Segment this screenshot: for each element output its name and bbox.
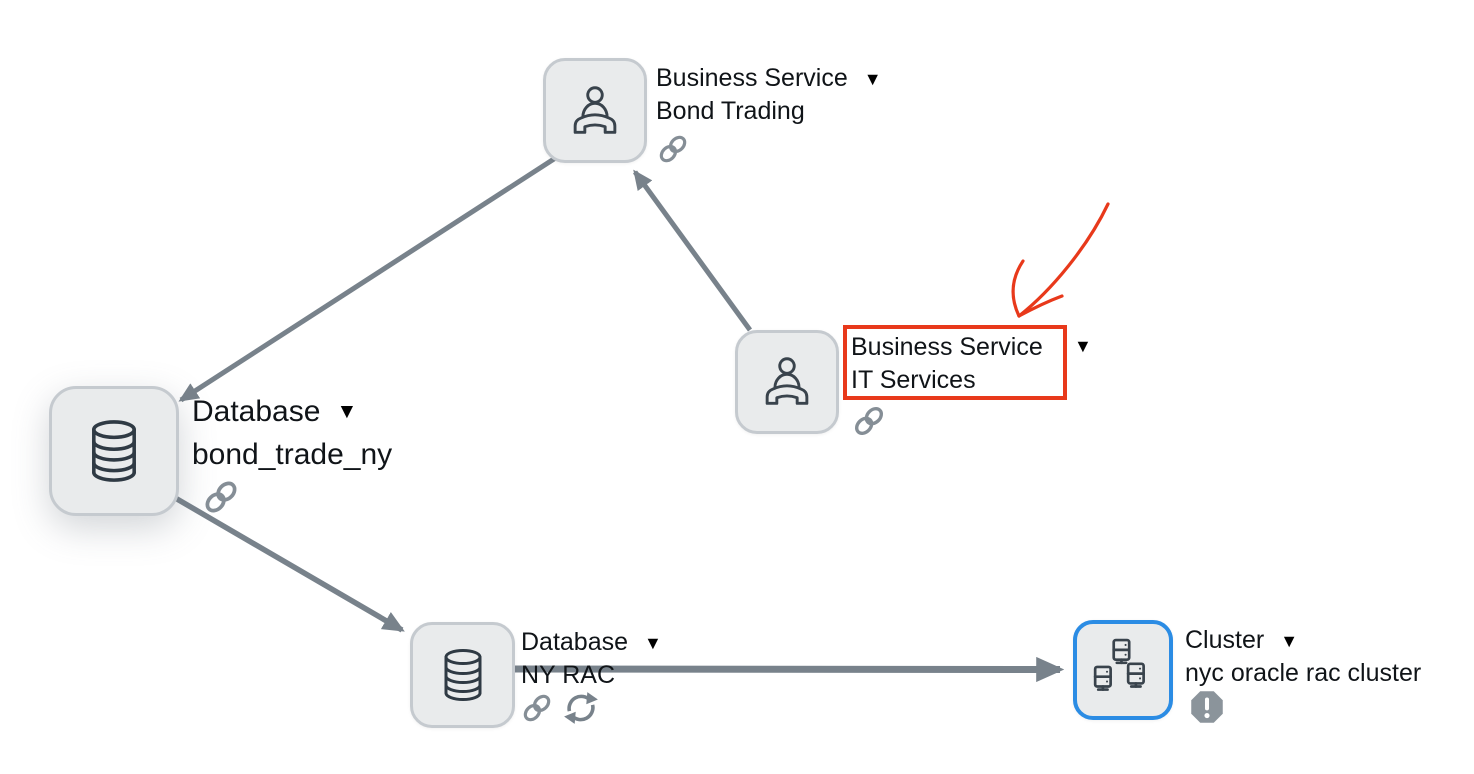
- type-dropdown-caret[interactable]: ▼: [1280, 630, 1299, 651]
- cluster-icon: [1093, 638, 1145, 691]
- type-dropdown-caret[interactable]: ▼: [644, 632, 662, 653]
- node-type-label: Database: [521, 628, 629, 656]
- link-icon[interactable]: [655, 131, 691, 167]
- edge-bond-trade-ny-to-ny-rac[interactable]: [163, 489, 405, 633]
- label-bond-trade-ny: Database ▼ bond_trade_ny: [192, 390, 392, 476]
- node-name: Bond Trading: [656, 97, 805, 125]
- node-type-label: Business Service: [656, 64, 848, 92]
- node-type-label: Business Service: [851, 333, 1043, 361]
- business-service-icon: [573, 85, 617, 134]
- label-ny-rac: Database ▼ NY RAC: [521, 626, 662, 692]
- node-bond-trading[interactable]: [543, 58, 647, 163]
- refresh-icon[interactable]: [561, 689, 601, 727]
- edge-ny-rac-to-cluster[interactable]: [514, 656, 1065, 683]
- node-type-label: Cluster: [1185, 626, 1265, 654]
- database-icon: [444, 649, 481, 701]
- link-icon[interactable]: [850, 402, 888, 440]
- type-dropdown-caret[interactable]: ▼: [336, 400, 358, 423]
- link-icon[interactable]: [519, 690, 555, 726]
- node-name: IT Services: [851, 366, 976, 394]
- label-bond-trading: Business Service ▼ Bond Trading: [656, 62, 882, 128]
- alert-icon[interactable]: [1189, 689, 1225, 725]
- type-dropdown-caret[interactable]: ▼: [1074, 336, 1092, 356]
- type-dropdown-caret[interactable]: ▼: [863, 68, 882, 89]
- link-icon[interactable]: [200, 476, 242, 518]
- business-service-icon: [765, 357, 809, 405]
- annotation-highlight-box: [843, 325, 1067, 400]
- node-bond-trade-ny[interactable]: [49, 386, 179, 516]
- edge-bond-trading-to-bond-trade-ny[interactable]: [178, 154, 559, 403]
- node-ny-rac[interactable]: [410, 622, 515, 728]
- node-name: nyc oracle rac cluster: [1185, 659, 1422, 687]
- label-cluster: Cluster ▼ nyc oracle rac cluster: [1185, 624, 1421, 690]
- node-name: bond_trade_ny: [192, 438, 393, 471]
- node-nyc-oracle-rac-cluster[interactable]: [1073, 620, 1173, 720]
- edge-it-services-to-bond-trading[interactable]: [632, 169, 753, 332]
- node-it-services[interactable]: [735, 330, 839, 434]
- node-name: NY RAC: [521, 661, 616, 689]
- database-icon: [92, 420, 136, 482]
- label-it-services: Business Service IT Services: [851, 331, 1043, 397]
- node-type-label: Database: [192, 395, 321, 428]
